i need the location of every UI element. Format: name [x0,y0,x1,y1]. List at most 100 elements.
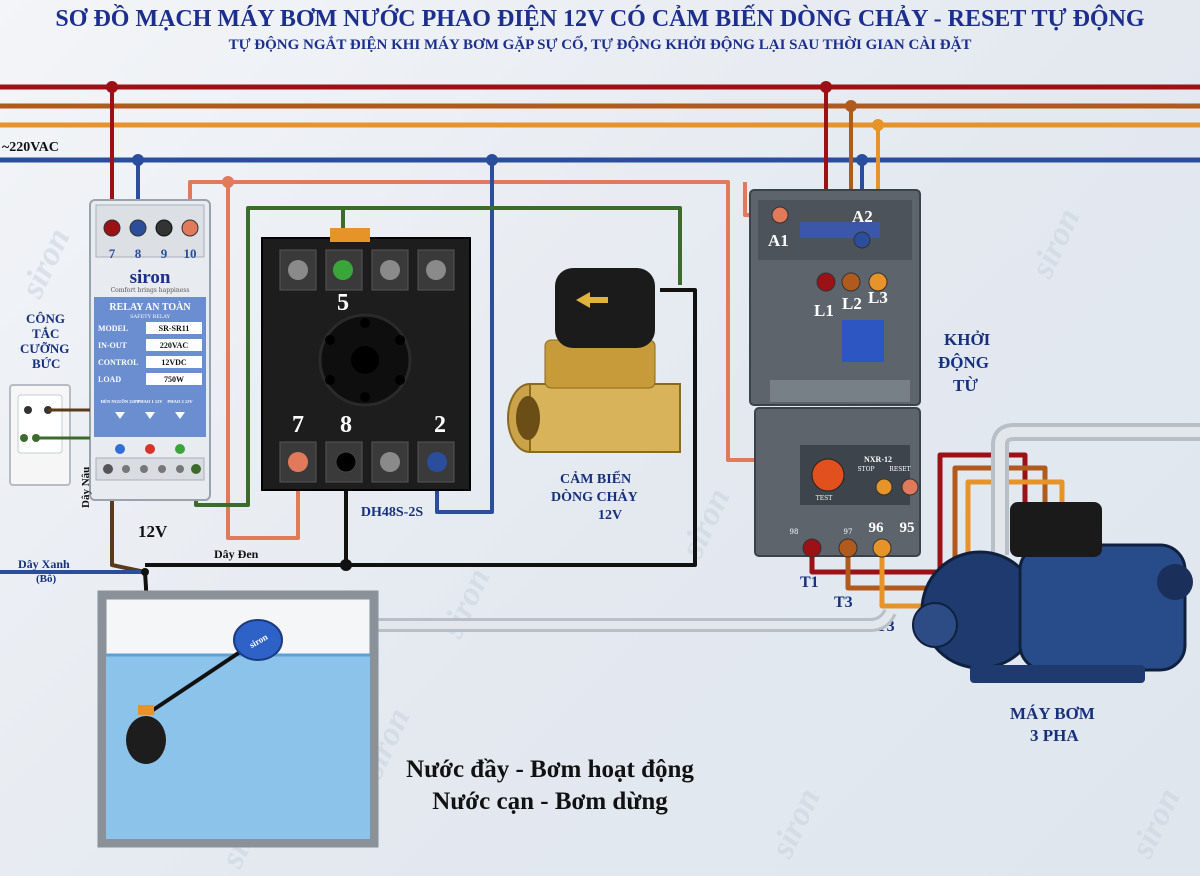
relay-pin-label: 96 [869,520,885,536]
weight [126,716,166,764]
relay-pin-label: 95 [900,520,915,536]
relay-brand: siron [130,267,171,288]
relay-bottom-screw [140,465,148,473]
pump-t3-wire [879,479,1065,609]
brown-wire-label: Dây Nâu [80,466,92,508]
sensor-pipe-body [529,383,681,453]
arrow-down-icon [115,412,125,419]
spec-value-box [146,322,202,334]
arrow-left-icon [576,292,608,308]
contactor-label-line: KHỞI [944,330,991,349]
contactor-l2-label: L2 [842,294,862,313]
spec-value: 12VDC [161,358,187,367]
contactor-a1-screw [771,206,789,224]
switch-label-line: BỨC [32,356,61,371]
relay-header: RELAY AN TOÀN [109,301,191,313]
pump-base [970,665,1145,683]
junction-dot [872,119,884,131]
overload-text: STOP [857,466,874,473]
spec-value: SR-SR11 [159,324,190,333]
junction-dot [141,568,149,576]
output-t3-screw [872,538,892,558]
supply-label: ~220VAC [2,140,59,155]
blue-wire-label: Dây Xanh [18,557,70,571]
force-switch [9,384,90,486]
sensor-label-line: CẢM BIẾN [560,472,632,487]
weight-cap [138,705,154,715]
page-subtitle: TỰ ĐỘNG NGẮT ĐIỆN KHI MÁY BƠM GẶP SỰ CỐ,… [228,37,972,53]
relay-bottom-screw [158,465,166,473]
pump-t2-wire [845,465,1048,591]
junction-dot [486,154,498,166]
relay-pin-95-screw [901,478,919,496]
contactor [749,189,921,406]
relay-subheader: SAFETY RELAY [130,314,171,320]
socket-screw [380,452,400,472]
relay-tagline: Comfort brings happiness [111,287,190,294]
flow-sensor [507,268,681,453]
output-label-t3: T3 [834,594,853,611]
switch-screw [20,434,28,442]
relay-bottom-screw [103,464,113,474]
socket-pin7-wire [226,182,300,540]
relay-terminal-label: 8 [135,246,142,261]
junction-dot [340,559,352,571]
float2-led [175,444,185,454]
relay-terminal-8 [129,219,147,237]
switch-label-line: TẮC [32,326,60,341]
contactor-a1-label: A1 [768,231,789,250]
contactor-l3-label: L3 [868,288,888,307]
arrow-down-icon [175,412,185,419]
relay-terminal-label: 7 [109,246,116,261]
contactor-label-line: ĐỘNG [938,353,989,372]
spec-key: LOAD [98,375,121,384]
pump-t1-wire [809,452,1028,575]
overload-text: TEST [816,495,833,502]
relay-terminal-10 [181,219,199,237]
socket-pin-hole [360,392,370,402]
page-title: SƠ ĐỒ MẠCH MÁY BƠM NƯỚC PHAO ĐIỆN 12V CÓ… [55,6,1145,32]
socket-pin5-screw [333,260,353,280]
led-label: ĐÈN NGUỒN 220V [101,399,140,404]
sensor-black-wire [145,288,697,567]
watermark-text: siron [673,483,737,565]
contactor-bottom-terminals [770,380,910,402]
spec-value-box [146,373,202,385]
contactor-l1-label: L1 [814,301,834,320]
contactor-a2-screw [853,231,871,249]
contactor-l3-screw [868,272,888,292]
black-wire-label: Dây Đen [214,547,259,561]
spec-key: MODEL [98,324,128,333]
relay-bottom-screw [176,465,184,473]
switch-label-line: CƯỠNG [20,341,70,356]
watermark-text: siron [1023,203,1087,285]
socket-center-hole [351,346,379,374]
junction-dot [856,154,868,166]
relay-terminal-7 [103,219,121,237]
common-wire-label: (Bô) [36,573,57,585]
spec-value-box [146,339,202,351]
socket-top-pin-label: 5 [337,290,349,316]
spec-value-box [146,356,202,368]
power-led [115,444,125,454]
spec-key: IN-OUT [98,341,128,350]
sensor-cap [555,268,655,348]
socket-bottom-pin-label: 7 [292,412,304,438]
socket-pin-hole [325,335,335,345]
spec-key: CONTROL [98,358,138,367]
contactor-label-line: TỪ [953,376,978,395]
socket-orange-tab [330,228,370,242]
junction-dots [106,81,884,576]
overload-dial [811,458,845,492]
pump [912,502,1193,683]
safety-relay: 7 8 9 10 siron Comfort brings happiness … [89,199,211,501]
output-t2-screw [838,538,858,558]
pump-end-cap [1157,564,1193,600]
pump-label-line: 3 PHA [1030,726,1079,745]
socket-model-label: DH48S-2S [361,505,423,520]
relay-pin-label: 98 [790,528,799,536]
pump-label-line: MÁY BƠM [1010,704,1095,723]
switch-label-line: CÔNG [26,311,65,326]
